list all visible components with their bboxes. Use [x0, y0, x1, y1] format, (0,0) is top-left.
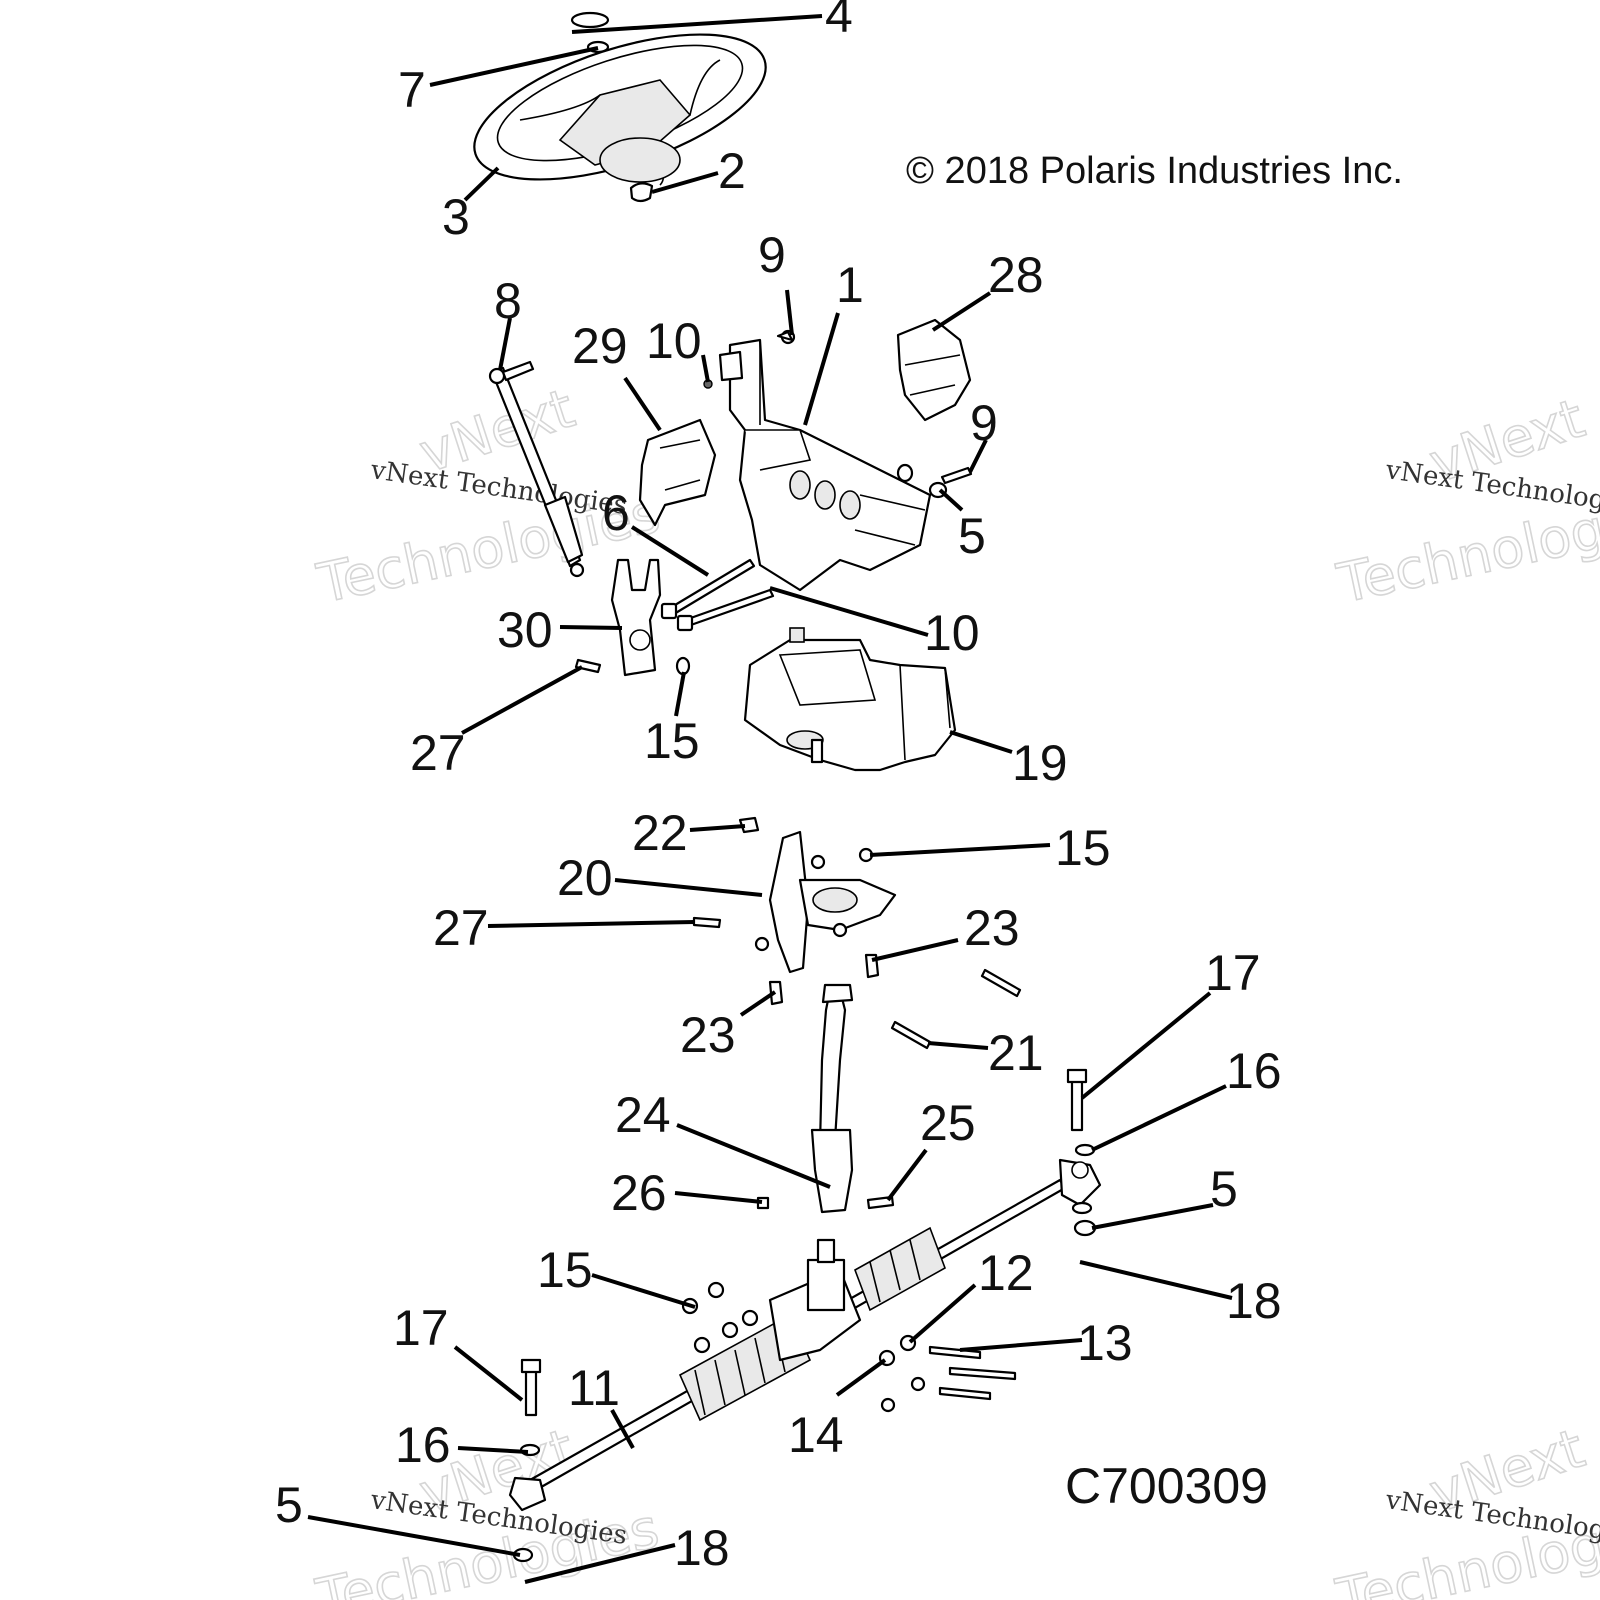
callout-14: 14 [788, 1407, 844, 1463]
callout-27-upper: 27 [410, 725, 466, 781]
steering-bracket-drawing [718, 338, 932, 592]
watermark-right-top: vNext Technologies vNext Technologies [1331, 386, 1600, 617]
rack-and-pinion-drawing [508, 1158, 1102, 1512]
callout-25: 25 [920, 1095, 976, 1151]
callout-12: 12 [978, 1245, 1034, 1301]
callout-15-mid: 15 [1055, 820, 1111, 876]
callout-28: 28 [988, 247, 1044, 303]
callout-13: 13 [1077, 1315, 1133, 1371]
callout-20: 20 [557, 850, 613, 906]
callout-10-lower: 10 [924, 605, 980, 661]
callout-17-right: 17 [1205, 945, 1261, 1001]
copyright-notice: © 2018 Polaris Industries Inc. [906, 150, 1403, 192]
callout-2: 2 [718, 143, 746, 199]
callout-19: 19 [1012, 735, 1068, 791]
callout-15-lower: 15 [537, 1242, 593, 1298]
leader-lines [307, 14, 1233, 1584]
callout-24: 24 [615, 1087, 671, 1143]
small-bolts-upper-drawing [574, 329, 973, 676]
cover-29-drawing [638, 418, 717, 527]
callout-21: 21 [988, 1025, 1044, 1081]
callout-11: 11 [568, 1360, 620, 1416]
callout-27-lower: 27 [433, 900, 489, 956]
callout-17-left: 17 [393, 1300, 449, 1356]
watermark-small: vNext Technologies [368, 455, 629, 521]
bolts-6-drawing [660, 558, 775, 632]
callout-15-upper: 15 [644, 713, 700, 769]
callout-23-left: 23 [680, 1007, 736, 1063]
callout-10-upper: 10 [646, 313, 702, 369]
mount-bracket-20-drawing [692, 816, 897, 974]
callout-29: 29 [572, 318, 628, 374]
callout-22: 22 [632, 805, 688, 861]
intermediate-shaft-drawing [756, 983, 895, 1214]
callout-3: 3 [442, 189, 470, 245]
eps-unit-drawing [743, 627, 957, 772]
cover-28-drawing [896, 318, 972, 422]
callout-5-lower: 5 [275, 1477, 303, 1533]
callout-9-right: 9 [970, 395, 998, 451]
ujoint-30-drawing [610, 558, 662, 677]
callout-8: 8 [494, 273, 522, 329]
bolts-23-21-drawing [768, 953, 1022, 1050]
callout-16-right: 16 [1226, 1043, 1282, 1099]
watermark-right-bottom: vNext Technologies vNext Technologies [1330, 1416, 1600, 1600]
figure-code: C700309 [1065, 1458, 1268, 1514]
callout-6: 6 [602, 485, 630, 541]
callout-7: 7 [398, 62, 426, 118]
callout-5-right: 5 [1210, 1161, 1238, 1217]
callout-numbers: 1 2 3 4 5 5 5 6 7 8 9 9 10 10 11 12 13 1… [275, 0, 1282, 1576]
steering-wheel-drawing [473, 11, 767, 203]
callout-9-upper: 9 [758, 227, 786, 283]
callout-18-lower: 18 [674, 1520, 730, 1576]
callout-18-right: 18 [1226, 1273, 1282, 1329]
callout-26: 26 [611, 1165, 667, 1221]
callout-1: 1 [836, 257, 864, 313]
callout-30: 30 [497, 602, 553, 658]
gas-strut-drawing [488, 360, 585, 578]
callout-4: 4 [825, 0, 853, 43]
callout-23-right: 23 [964, 900, 1020, 956]
callout-5-upper: 5 [958, 508, 986, 564]
callout-16-left: 16 [395, 1417, 451, 1473]
